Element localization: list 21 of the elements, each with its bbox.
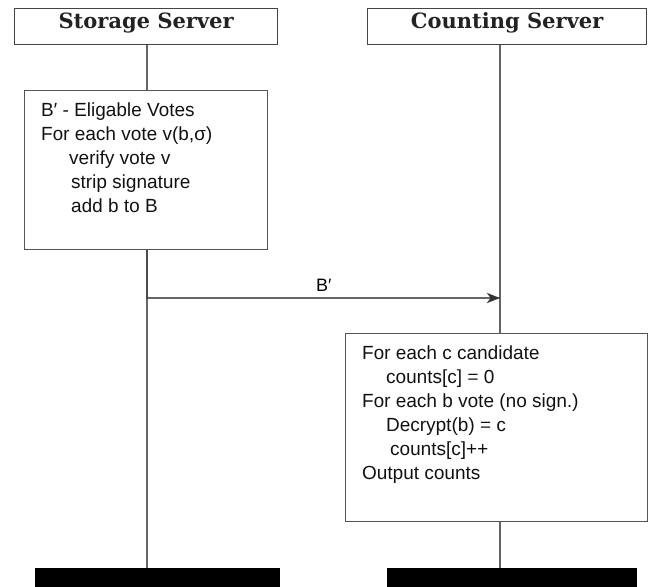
code-line: Decrypt(b) = c	[386, 414, 506, 438]
code-line: counts[c]++	[390, 438, 488, 462]
code-line: add b to B	[71, 195, 158, 219]
lifeline-header: Storage Server	[14, 8, 278, 45]
activity-box	[345, 333, 648, 522]
lifeline	[146, 45, 148, 90]
code-line: For each b vote (no sign.)	[362, 390, 578, 414]
message-arrow	[146, 250, 500, 304]
lifeline-end-bar	[387, 568, 637, 587]
lifeline	[499, 522, 501, 568]
lifeline-header: Counting Server	[367, 8, 647, 45]
lifeline-end-bar	[35, 568, 280, 587]
code-line: Output counts	[362, 462, 480, 486]
code-line: For each vote v(b,σ)	[41, 123, 212, 147]
code-line: For each c candidate	[362, 342, 540, 366]
code-line: counts[c] = 0	[386, 366, 494, 390]
code-line: verify vote v	[69, 147, 170, 171]
code-line: strip signature	[71, 171, 190, 195]
lifeline	[499, 45, 501, 333]
code-line: B′ - Eligable Votes	[41, 99, 195, 123]
activity-box	[24, 90, 268, 250]
